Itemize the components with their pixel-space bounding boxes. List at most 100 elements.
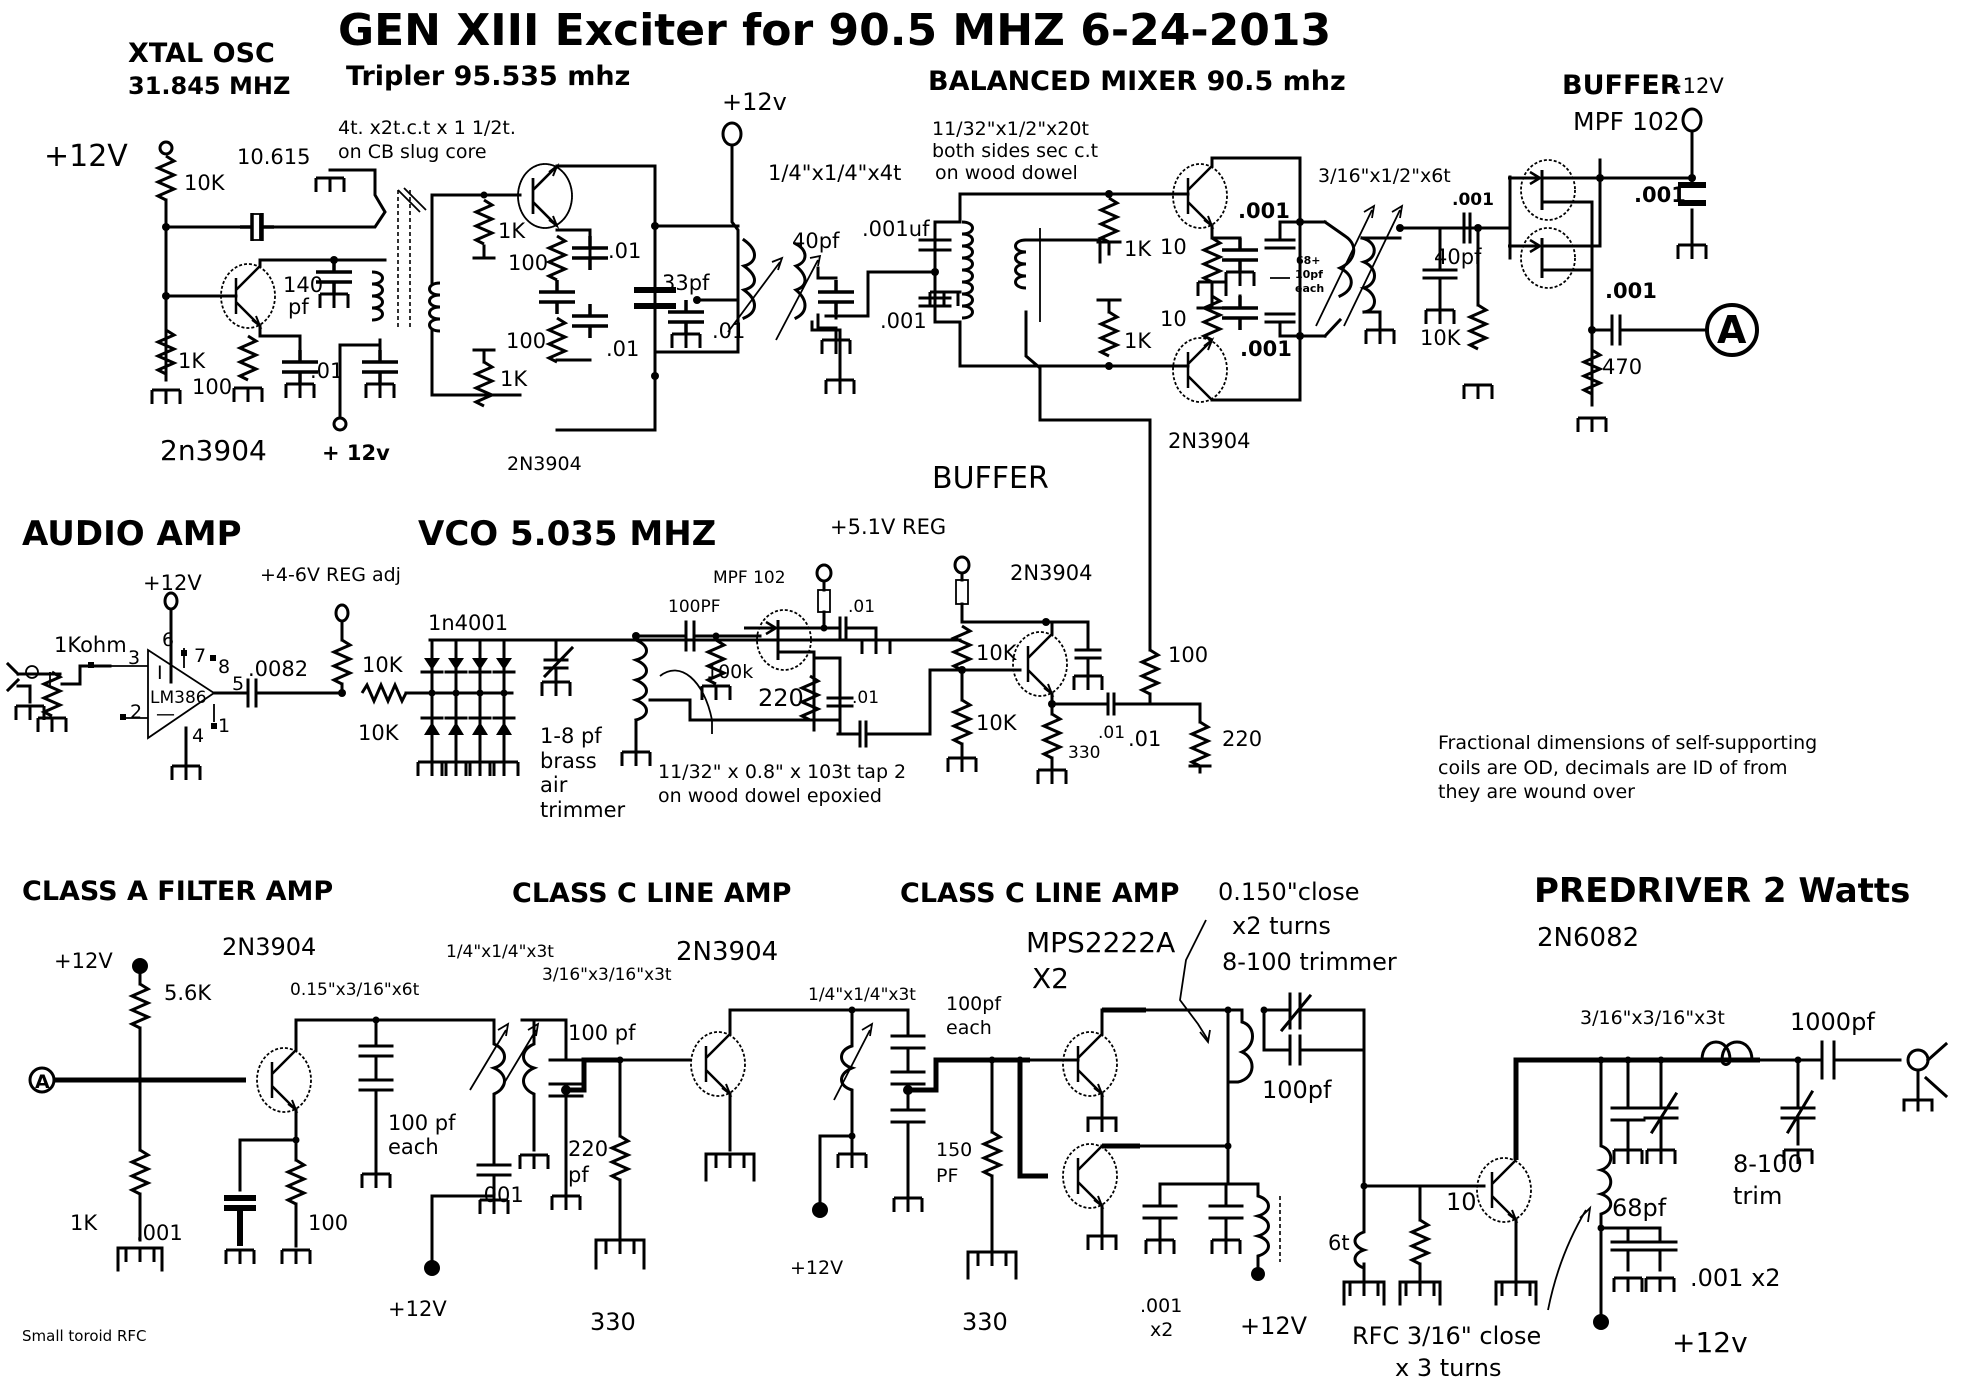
transistor-icon [1061,1030,1119,1098]
supply-label: +12V [1665,74,1724,98]
predriver-section: PREDRIVER 2 Watts 2N6082 6t 10 3/16"x3/1… [1328,871,1949,1379]
supply-label: +12V [143,571,202,595]
ground-icon [540,680,572,698]
pin-6: 6 [162,629,174,651]
supply-terminal-icon [424,1260,440,1276]
ground-icon [1676,243,1708,261]
coil-base-label: 6t [1328,1231,1350,1255]
ground-icon [364,382,396,400]
section-title-class-a: CLASS A FILTER AMP [22,876,333,907]
resistor-icon [130,1148,150,1196]
supply-terminal-icon [1681,107,1703,133]
coil-out-label: 3/16"x3/16"x3t [1580,1007,1725,1029]
tap-arrow-icon [659,669,713,734]
resistor-icon [547,316,567,364]
reg2-label: +5.1V REG [830,515,946,539]
fet-icon [1506,158,1580,222]
ground-icon [36,716,68,734]
capacitor-icon [1678,182,1706,206]
pin-2: 2 [130,701,142,723]
r-gate-label: 10K [1420,326,1462,350]
resistor-icon [1190,720,1210,768]
capacitor-icon [1208,1182,1244,1242]
c-couple-label: .001 [1452,190,1494,210]
r-series-label: 100 [1168,643,1208,667]
capacitor-icon [1050,692,1202,716]
coil-out-label: 3/16"x1/2"x6t [1318,165,1451,187]
tank-caps-3: each [1295,282,1324,295]
c-out-label: 33pf [662,271,710,295]
buffer-bjt-section: BUFFER 10K 10K 2N3904 330 .01 .01 100 22… [932,461,1262,786]
coil-note-2: both sides sec c.t [932,140,1098,162]
ground-icon [620,750,652,768]
section-title-mixer: BALANCED MIXER 90.5 mhz [928,66,1346,97]
section-title-xtal-osc: XTAL OSC [128,38,275,69]
coil-note-2: on wood dowel epoxied [658,785,882,807]
output-coil-icon [1322,219,1356,339]
capacitor-icon [1610,1240,1678,1272]
re-bot-label: 10 [1160,307,1187,331]
transistor-label: 2N3904 [222,933,316,961]
resistor-icon [130,982,150,1030]
ground-icon [1036,768,1068,786]
c-top-label: .001 [1238,199,1290,223]
ground-icon [232,386,264,404]
ground-icon [1196,280,1228,298]
c1-label: .01 [1098,723,1125,743]
ground-icon [1462,383,1494,401]
section-title-predriver: PREDRIVER 2 Watts [1534,871,1910,911]
transformer-primary-icon [370,270,384,322]
coil-in-label: 3/16"x3/16"x3t [542,965,672,985]
diodes-label: 1n4001 [428,611,508,635]
ground-icon [1500,1280,1532,1298]
ground-icon [1644,1276,1676,1294]
c-bypass-label: .01 [712,319,745,343]
note-line-1: Fractional dimensions of self-supporting [1438,732,1817,754]
coil-note-2: on CB slug core [338,141,487,163]
c-out-label: .001 [1605,279,1657,303]
coil-note: Fractional dimensions of self-supporting… [1438,732,1817,803]
capacitor-icon [1590,314,1709,346]
ground-icon [550,1194,582,1212]
vco-section: VCO 5.035 MHZ +4-6V REG adj 10K 10K 1n40… [260,514,964,822]
transistor-icon [1011,630,1069,698]
note-line-2: coils are OD, decimals are ID of from [1438,757,1787,779]
lm386-icon [147,648,216,740]
capacitor-icon [212,678,342,708]
r2-label: 10K [358,721,400,745]
device-label: MPF 102 [1573,107,1680,136]
c2-label: .01 [606,337,639,361]
xtal-oscillator-section: XTAL OSC 31.845 MHZ +12V 10K 10.615 140 … [44,38,400,467]
capacitor-icon [1220,294,1260,332]
capacitor-icon [360,348,400,386]
supply-terminal-icon [1251,1267,1265,1281]
crystal-label: 10.615 [237,145,310,169]
r-base-label: 10 [1446,1188,1477,1216]
capacitor-icon [537,278,577,316]
r-bias-label: 1K [178,349,206,373]
r-bot-label: 10K [976,711,1018,735]
crystal-icon [238,211,276,243]
resistor-icon [286,1158,306,1206]
c-shunt-label: 68pf [1612,1194,1667,1222]
buffer-fet-section: BUFFER MPF 102 +12V .001 .001 10K .001 4… [1396,70,1759,434]
supply-terminal-icon [132,958,148,974]
resistor-icon [800,674,820,722]
ground-icon [860,638,892,656]
capacitor-icon [1262,1008,1366,1066]
base-coil-icon [1353,1184,1369,1271]
pin-plus: I [157,662,163,684]
section-title-buffer: BUFFER [1562,70,1681,101]
coil-note-1: 0.150"close [1218,878,1360,906]
capacitor-icon [1220,236,1260,274]
ground-icon [670,332,702,350]
tank-caps-2: 10pf [1295,268,1323,281]
rfc-label-1: RFC 3/16" close [1352,1322,1541,1350]
supply-terminal-icon [815,563,833,583]
coil-out-label: 1/4"x1/4"x3t [808,985,916,1005]
transistor-label: 2N3904 [1010,561,1093,585]
trimmer-label-2: brass [540,749,597,773]
c-fb-label: .01 [852,688,879,708]
ground-icon [714,1152,746,1170]
r-bot-label: 1K [70,1211,98,1235]
